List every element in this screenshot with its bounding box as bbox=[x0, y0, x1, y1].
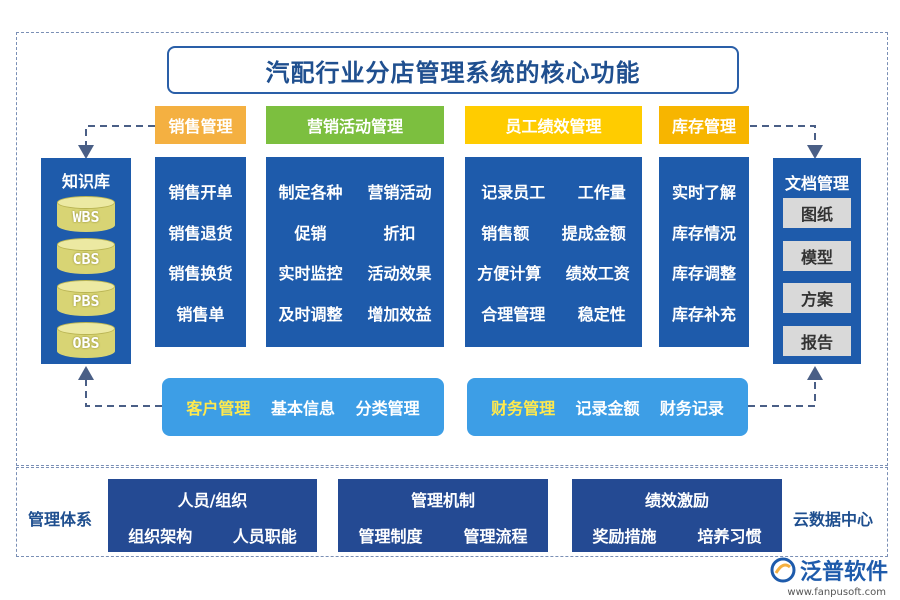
sales-item: 销售开单 bbox=[168, 183, 233, 203]
management-rules: 管理制度 bbox=[358, 527, 423, 546]
document-management-panel: 文档管理 图纸 模型 方案 报告 bbox=[773, 158, 861, 364]
inventory-item: 库存调整 bbox=[671, 264, 736, 284]
doc-item-models: 模型 bbox=[783, 241, 851, 271]
management-mechanism-title: 管理机制 bbox=[410, 491, 475, 510]
performance-row: 记录员工工作量 bbox=[481, 183, 626, 203]
database-icon-pbs: PBS bbox=[57, 280, 115, 316]
performance-incentive-title: 绩效激励 bbox=[644, 491, 709, 510]
inventory-item: 库存情况 bbox=[671, 223, 736, 243]
customer-management-pill: 客户管理 基本信息 分类管理 bbox=[162, 378, 444, 436]
performance-incentive-box: 绩效激励 奖励措施 培养习惯 bbox=[572, 479, 782, 552]
marketing-row: 制定各种营销活动 bbox=[278, 183, 432, 203]
doc-item-reports: 报告 bbox=[783, 326, 851, 356]
personnel-organization-box: 人员/组织 组织架构 人员职能 bbox=[108, 479, 317, 552]
personnel-functions: 人员职能 bbox=[232, 527, 297, 546]
header-sales-management: 销售管理 bbox=[155, 106, 246, 144]
arrow-finance-to-docs bbox=[748, 366, 823, 407]
brand-logo-icon bbox=[770, 557, 796, 583]
database-icon-wbs: WBS bbox=[57, 196, 115, 232]
management-process: 管理流程 bbox=[463, 527, 528, 546]
database-icon-cbs: CBS bbox=[57, 238, 115, 274]
customer-basic-info: 基本信息 bbox=[270, 399, 335, 418]
doc-item-plans: 方案 bbox=[783, 283, 851, 313]
arrow-customer-to-kb bbox=[78, 366, 162, 407]
brand-logo-url: www.fanpusoft.com bbox=[787, 587, 886, 598]
inventory-item: 库存补充 bbox=[671, 304, 736, 324]
header-employee-performance: 员工绩效管理 bbox=[465, 106, 642, 144]
document-management-title: 文档管理 bbox=[784, 174, 849, 193]
employee-performance-box: 记录员工工作量 销售额提成金额 方便计算绩效工资 合理管理稳定性 bbox=[465, 157, 642, 347]
performance-row: 合理管理稳定性 bbox=[481, 304, 626, 324]
performance-row: 方便计算绩效工资 bbox=[477, 264, 630, 284]
brand-logo-name: 泛普软件 bbox=[799, 560, 888, 585]
sales-item: 销售换货 bbox=[168, 264, 233, 284]
header-marketing-management: 营销活动管理 bbox=[266, 106, 444, 144]
sales-item: 销售退货 bbox=[168, 223, 233, 243]
performance-row: 销售额提成金额 bbox=[481, 223, 626, 243]
marketing-row: 及时调整增加效益 bbox=[278, 304, 432, 324]
finance-record-amount: 记录金额 bbox=[575, 399, 640, 418]
arrow-inventory-to-docs bbox=[750, 125, 823, 159]
management-system-label: 管理体系 bbox=[28, 510, 93, 529]
cloud-data-center-label: 云数据中心 bbox=[793, 510, 874, 529]
org-structure: 组织架构 bbox=[128, 527, 193, 546]
database-icon-obs: OBS bbox=[57, 322, 115, 358]
customer-classification: 分类管理 bbox=[355, 399, 420, 418]
doc-item-drawings: 图纸 bbox=[783, 198, 851, 228]
sales-management-box: 销售开单 销售退货 销售换货 销售单 bbox=[155, 157, 246, 347]
knowledge-base-panel: 知识库 WBS CBS PBS OBS bbox=[41, 158, 131, 364]
inventory-management-box: 实时了解 库存情况 库存调整 库存补充 bbox=[659, 157, 749, 347]
customer-management-label: 客户管理 bbox=[186, 399, 251, 418]
management-mechanism-box: 管理机制 管理制度 管理流程 bbox=[338, 479, 548, 552]
diagram-title: 汽配行业分店管理系统的核心功能 bbox=[167, 46, 739, 94]
reward-measures: 奖励措施 bbox=[592, 527, 657, 546]
finance-management-pill: 财务管理 记录金额 财务记录 bbox=[467, 378, 748, 436]
bottom-frame bbox=[16, 467, 888, 557]
personnel-organization-title: 人员/组织 bbox=[177, 491, 248, 510]
marketing-row: 促销折扣 bbox=[294, 223, 416, 243]
sales-item: 销售单 bbox=[176, 304, 225, 324]
brand-logo: 泛普软件 bbox=[770, 554, 888, 586]
header-inventory-management: 库存管理 bbox=[659, 106, 749, 144]
inventory-item: 实时了解 bbox=[671, 183, 736, 203]
knowledge-base-title: 知识库 bbox=[61, 172, 110, 191]
marketing-row: 实时监控活动效果 bbox=[278, 264, 432, 284]
marketing-management-box: 制定各种营销活动 促销折扣 实时监控活动效果 及时调整增加效益 bbox=[266, 157, 444, 347]
finance-records: 财务记录 bbox=[659, 399, 724, 418]
finance-management-label: 财务管理 bbox=[491, 399, 556, 418]
main-frame bbox=[16, 32, 888, 466]
arrow-sales-to-kb bbox=[78, 125, 155, 159]
cultivate-habits: 培养习惯 bbox=[697, 527, 762, 546]
